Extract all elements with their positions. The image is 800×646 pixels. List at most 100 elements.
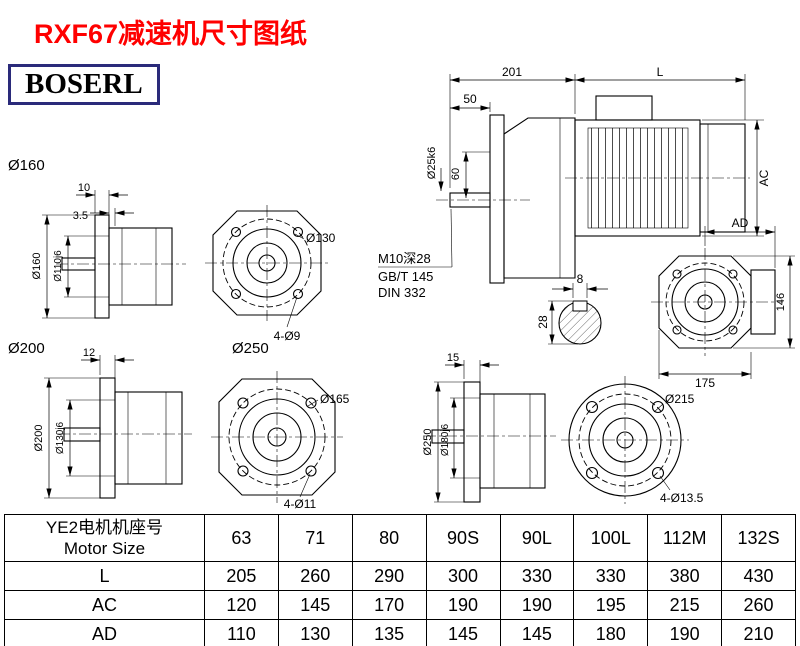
dim-60: 60: [450, 151, 490, 198]
cell-L-132S: 430: [721, 561, 796, 591]
leader-line: [286, 296, 298, 328]
dim-12-label: 12: [83, 347, 95, 359]
bolt-hole: [230, 288, 242, 300]
dim-shaft-diameter: Ø25k6: [426, 147, 444, 191]
dim-od200-label: Ø200: [33, 425, 45, 452]
dim-AC-label: AC: [757, 169, 771, 186]
cell-L-63: 205: [204, 561, 279, 591]
bolt-hole: [672, 269, 682, 279]
bolt-hole: [237, 397, 249, 409]
col-header-90S: 90S: [425, 514, 501, 562]
bolt-circle-label: Ø130: [306, 231, 336, 245]
flange-outline: [218, 378, 336, 496]
cell-L-80: 290: [351, 561, 427, 591]
col-header-71: 71: [277, 514, 353, 562]
dim-50-label: 50: [463, 92, 477, 106]
flange-plate: [463, 381, 481, 503]
tap-spec-label: M10深28: [378, 251, 431, 266]
dim-L: L: [575, 65, 746, 120]
dim-10-label: 10: [78, 182, 90, 194]
housing-body: [479, 393, 546, 489]
cell-L-71: 260: [277, 561, 353, 591]
dim-15: 15: [445, 352, 499, 391]
dim-3-5: 3.5: [73, 208, 134, 226]
row-label-AD: AD: [4, 619, 205, 646]
cell-L-100L: 330: [573, 561, 649, 591]
flange-outline: [658, 255, 752, 349]
col-header-112M: 112M: [647, 514, 723, 562]
gb-standard-label: GB/T 145: [378, 269, 433, 284]
leader-line: [659, 475, 671, 491]
dim-AC: AC: [702, 119, 771, 237]
cell-L-90L: 330: [499, 561, 575, 591]
dim-key-width: 8: [552, 272, 608, 298]
col-header-63: 63: [204, 514, 279, 562]
dim-201: 201: [449, 65, 576, 188]
cell-AD-63: 110: [204, 619, 279, 646]
dim-146: 146: [733, 255, 795, 349]
table-row-AC: AC 120 145 170 190 190 195 215 260: [4, 590, 796, 620]
flange160-front-view: Ø130 4-Ø9: [205, 205, 336, 343]
cell-AC-100L: 195: [573, 590, 649, 620]
holes-label: 4-Ø9: [274, 329, 301, 343]
bolt-hole: [728, 269, 738, 279]
housing-body: [114, 391, 183, 485]
cell-AD-71: 130: [277, 619, 353, 646]
bolt-hole: [728, 325, 738, 335]
bolt-circle-label: Ø165: [320, 392, 350, 406]
leader-line: [653, 403, 664, 413]
motor-size-header-en: Motor Size: [63, 539, 146, 558]
group-label-250: Ø250: [232, 340, 269, 357]
leader-line: [299, 473, 311, 498]
cell-AC-63: 120: [204, 590, 279, 620]
dim-od160-label: Ø160: [31, 253, 43, 280]
dim-175-label: 175: [695, 376, 715, 390]
cell-AD-80: 135: [351, 619, 427, 646]
dim-shaft-dia-label: Ø25k6: [426, 147, 438, 179]
bolt-hole: [305, 397, 317, 409]
terminal-box: [595, 95, 653, 121]
holes-label: 4-Ø11: [284, 497, 317, 511]
gear-housing: [503, 117, 576, 279]
motor-size-table: YE2电机机座号 Motor Size 63 71 80 90S 90L 100…: [4, 514, 796, 646]
cell-AD-90L: 145: [499, 619, 575, 646]
col-header-90L: 90L: [499, 514, 575, 562]
dim-AD: AD: [704, 216, 776, 268]
col-header-100L: 100L: [573, 514, 649, 562]
cell-AC-112M: 215: [647, 590, 723, 620]
cell-AC-90S: 190: [425, 590, 501, 620]
dim-key-depth: 28: [536, 300, 578, 345]
table-header-row: YE2电机机座号 Motor Size 63 71 80 90S 90L 100…: [4, 514, 796, 562]
col-header-132S: 132S: [721, 514, 796, 562]
bolt-hole: [292, 226, 304, 238]
bolt-hole: [230, 226, 242, 238]
row-label-L: L: [4, 561, 205, 591]
dim-spigot110-label: Ø110j6: [53, 250, 64, 282]
key-cross-section: 8 28: [536, 272, 608, 345]
dim-15-label: 15: [447, 352, 459, 364]
shaft: [63, 427, 101, 442]
table-row-AD: AD 110 130 135 145 145 180 190 210: [4, 619, 796, 646]
flange-outline: [212, 210, 322, 316]
dim-od250: Ø250: [422, 381, 464, 503]
dim-spigot110: Ø110j6: [53, 235, 109, 298]
bolt-hole: [237, 465, 249, 477]
dim-spigot130-label: Ø130j6: [55, 421, 66, 454]
bolt-hole: [305, 465, 317, 477]
cell-AD-100L: 180: [573, 619, 649, 646]
cell-AC-132S: 260: [721, 590, 796, 620]
cell-L-90S: 300: [425, 561, 501, 591]
group-label-160: Ø160: [8, 157, 45, 174]
cell-AC-80: 170: [351, 590, 427, 620]
dim-spigot180: Ø180j6: [440, 397, 480, 479]
dim-key-width-label: 8: [577, 272, 584, 286]
dim-od250-label: Ø250: [422, 429, 434, 456]
flange160-side-view: 10 3.5 Ø160 Ø110j6: [31, 182, 186, 319]
motor-size-header-cell: YE2电机机座号 Motor Size: [4, 514, 205, 562]
leader-line: [450, 208, 453, 268]
bolt-hole: [292, 288, 304, 300]
table-row-L: L 205 260 290 300 330 330 380 430: [4, 561, 796, 591]
flange250-side-view: 15 Ø250 Ø180j6: [422, 352, 556, 503]
dim-201-label: 201: [502, 65, 522, 79]
dim-od160: Ø160: [31, 214, 95, 319]
